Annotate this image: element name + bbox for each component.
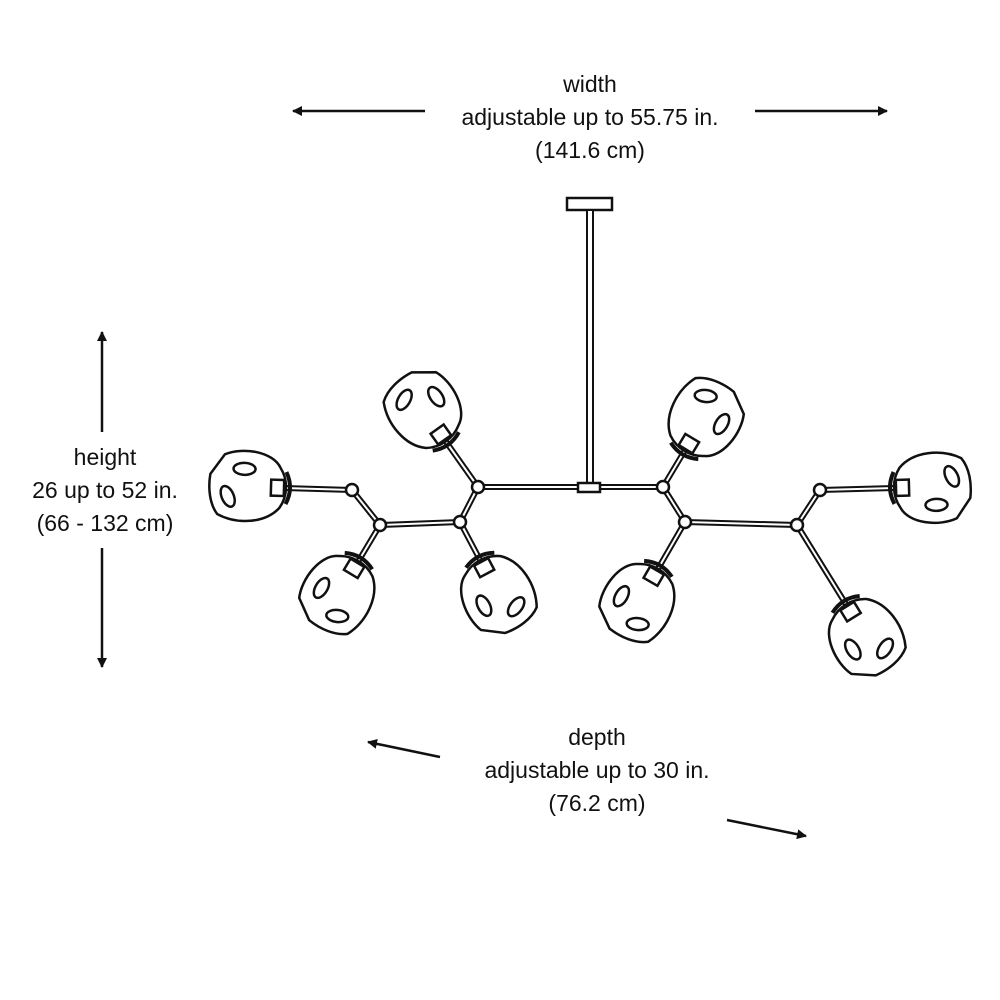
glass-shade [371, 355, 480, 467]
height-label: height 26 up to 52 in. (66 - 132 cm) [5, 441, 205, 540]
height-metric: (66 - 132 cm) [36, 510, 174, 536]
glass-shade [286, 537, 392, 647]
width-value: adjustable up to 55.75 in. [461, 104, 719, 130]
glass-shade [651, 365, 757, 475]
width-metric: (141.6 cm) [535, 137, 645, 163]
arm-joint [344, 482, 360, 498]
arm-joint [372, 517, 388, 533]
depth-label: depth adjustable up to 30 in. (76.2 cm) [447, 721, 747, 820]
depth-value: adjustable up to 30 in. [484, 757, 710, 783]
glass-shade [811, 581, 918, 691]
arm-joint [452, 514, 468, 530]
width-label: width adjustable up to 55.75 in. (141.6 … [440, 68, 740, 167]
arm-joint [677, 514, 693, 530]
arm-rod-highlight [684, 521, 798, 526]
glass-shade [446, 541, 546, 645]
height-title: height [73, 444, 137, 470]
depth-title: depth [568, 724, 626, 750]
arm-joint [789, 517, 805, 533]
arm-rod-highlight [351, 489, 381, 526]
depth-metric: (76.2 cm) [548, 790, 646, 816]
arm-joint [655, 479, 671, 495]
arm-joint [470, 479, 486, 495]
depth-arrow-front [726, 818, 807, 840]
arm-rod-highlight [379, 521, 461, 526]
arm-joint [812, 482, 828, 498]
glass-shade [206, 447, 294, 525]
center-hub [576, 481, 602, 494]
glass-shade [887, 449, 974, 527]
depth-arrow-back [367, 738, 441, 759]
height-value: 26 up to 52 in. [32, 477, 178, 503]
width-title: width [563, 71, 617, 97]
ceiling-canopy [565, 196, 614, 212]
glass-shade [586, 545, 692, 655]
downrod [586, 209, 594, 485]
